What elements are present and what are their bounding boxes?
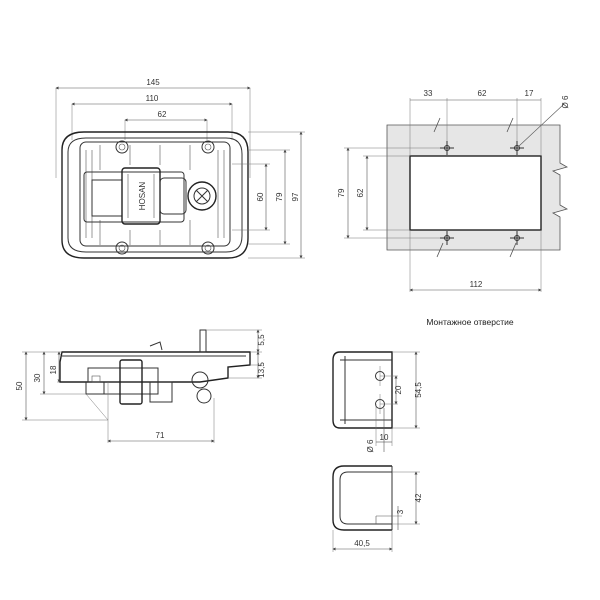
- mounting-cutout: [409, 155, 542, 231]
- bracket-side-outline: [332, 465, 392, 531]
- dim-54-5: 54,5: [414, 382, 423, 398]
- dim-3: 3: [396, 509, 405, 514]
- cutout-hole: [440, 141, 524, 245]
- dim-112: 112: [470, 280, 483, 289]
- dim-60: 60: [256, 192, 265, 201]
- dim-145: 145: [146, 78, 160, 87]
- dim-13-5: 13,5: [257, 362, 266, 378]
- cutout-view: 33 62 17 Ø 6 79 62 112: [337, 89, 570, 292]
- dim-50: 50: [15, 381, 24, 390]
- dim-71: 71: [156, 431, 165, 440]
- top-view: 145 110 62: [55, 78, 305, 259]
- dim-62-vertical: 62: [356, 188, 365, 197]
- dim-62-cutout: 62: [478, 89, 487, 98]
- side-handle: [119, 359, 143, 405]
- dim-17: 17: [525, 89, 534, 98]
- dim-20: 20: [394, 385, 403, 394]
- dim-33: 33: [424, 89, 433, 98]
- side-view: 71 50 30 18 5,5 13,5: [15, 329, 266, 443]
- dim-79: 79: [275, 192, 284, 201]
- mounting-hole: [115, 140, 215, 255]
- dim-30: 30: [33, 373, 42, 382]
- caption-mounting-hole: Монтажное отверстие: [426, 317, 514, 327]
- bracket-front-outline: [332, 351, 393, 429]
- dim-97: 97: [291, 192, 300, 201]
- dim-6: Ø 6: [366, 439, 375, 452]
- brand-label: HOSAN: [138, 182, 147, 211]
- dim-18: 18: [49, 365, 58, 374]
- dim-42: 42: [414, 493, 423, 502]
- bracket-front-view: 20 54,5 10 Ø 6: [332, 351, 423, 452]
- dim-hole-diameter: Ø 6: [561, 95, 570, 108]
- dim-40-5: 40,5: [354, 539, 370, 548]
- dim-110: 110: [146, 94, 159, 103]
- bracket-side-view: 42 3 40,5: [332, 465, 423, 552]
- latch-body-outline: [61, 131, 249, 259]
- dim-5-5: 5,5: [257, 334, 266, 346]
- dim-79-cutout: 79: [337, 188, 346, 197]
- dim-62: 62: [158, 110, 167, 119]
- lock-cylinder: [187, 181, 217, 211]
